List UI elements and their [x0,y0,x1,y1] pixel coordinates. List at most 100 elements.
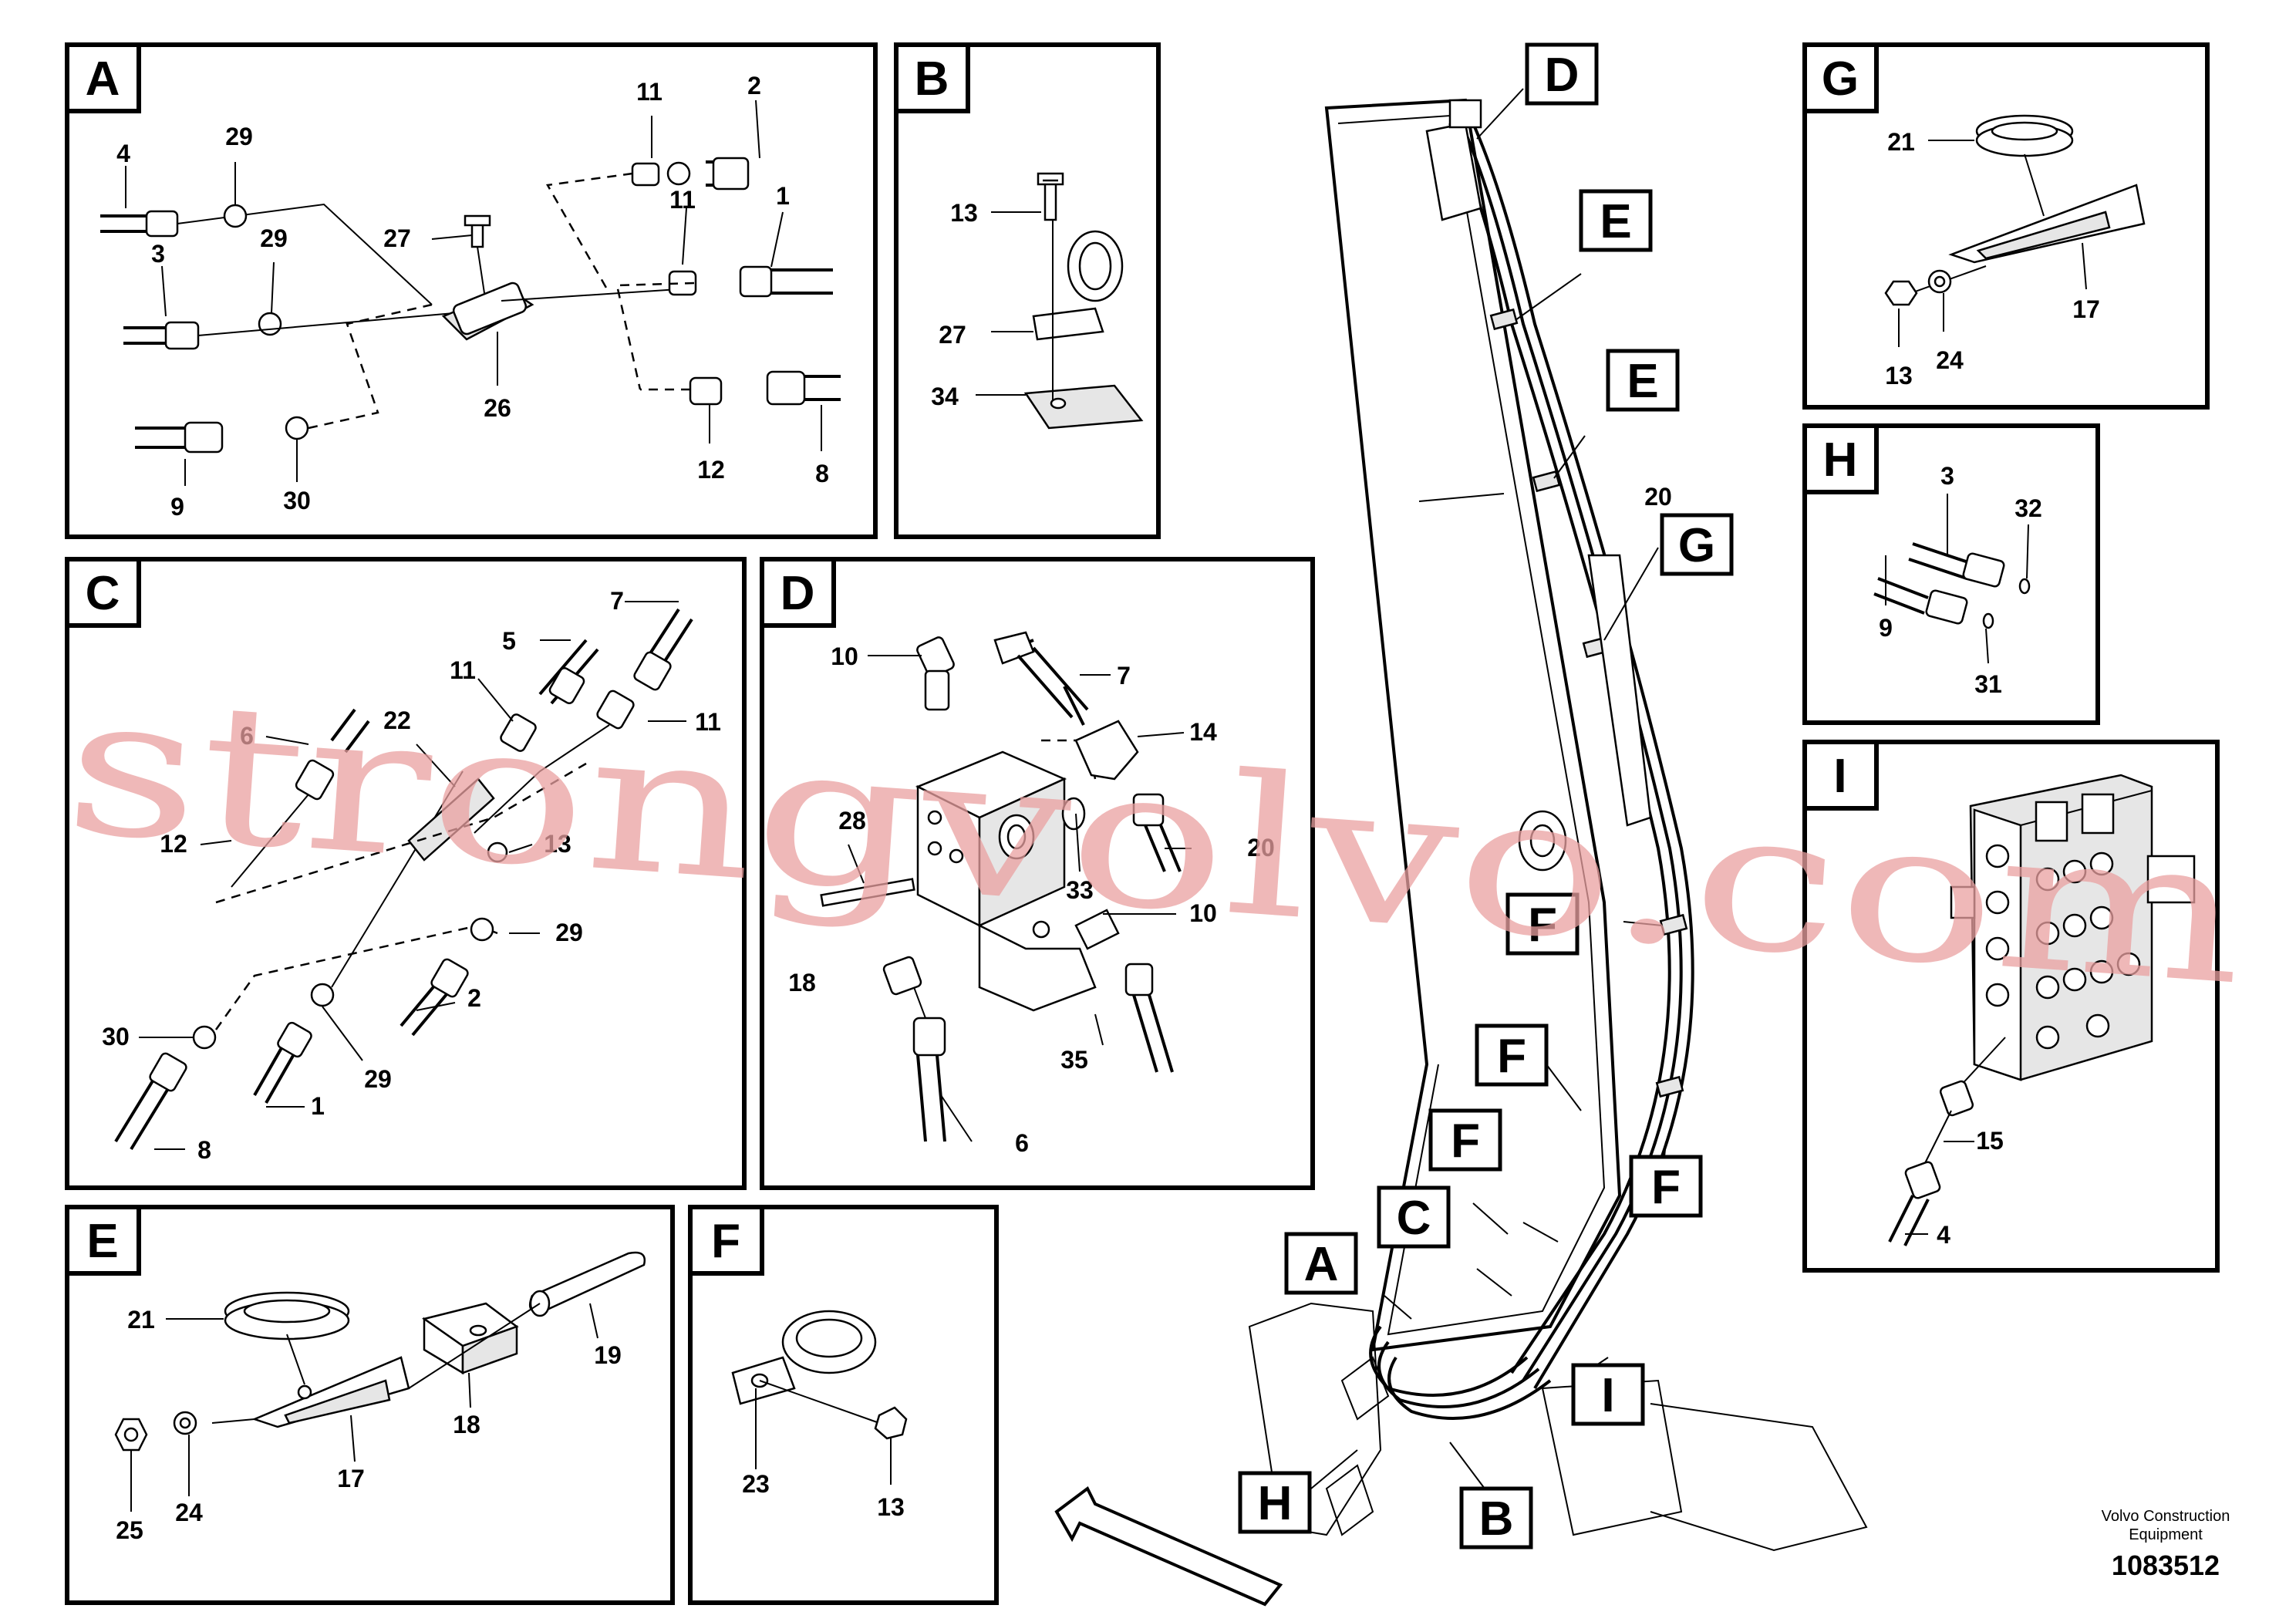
callout-e-24: 24 [175,1499,203,1526]
panel-c-label: C [86,567,120,620]
callout-d-7: 7 [1117,662,1131,690]
callout-b-34: 34 [931,383,959,410]
panel-g: G 21 17 13 24 [1802,42,2210,410]
svg-text:F: F [1651,1161,1681,1214]
callout-c-11b: 11 [695,708,721,736]
callout-g-24: 24 [1936,346,1964,374]
callout-f-13: 13 [877,1493,905,1521]
diagram-number: 1083512 [2112,1549,2220,1581]
callout-b-13: 13 [950,199,978,227]
panel-i-label: I [1833,750,1846,803]
callout-d-35: 35 [1060,1046,1088,1074]
callout-a-27: 27 [383,224,411,252]
watermark: strongvolvo.com [59,652,2251,1028]
callout-c-8: 8 [197,1136,211,1164]
svg-text:B: B [1479,1492,1514,1546]
callout-d-33: 33 [1066,876,1094,904]
overview-label-e1: E [1579,189,1653,252]
svg-text:D: D [1545,49,1580,102]
svg-text:I: I [1601,1369,1614,1422]
callout-a-3: 3 [151,240,165,268]
svg-text:H: H [1258,1477,1293,1530]
footer: Volvo Construction Equipment 1083512 [2102,1508,2230,1581]
callout-d-28: 28 [838,807,866,835]
callout-h-9: 9 [1879,614,1893,642]
svg-text:F: F [1497,1030,1526,1083]
panel-c: C 7 5 11 11 6 22 12 13 29 2 30 29 1 8 [65,557,747,1190]
panel-h-label: H [1823,433,1858,487]
callout-c-30: 30 [102,1023,130,1050]
callout-c-6: 6 [240,722,254,750]
panel-e: E 21 19 18 17 25 24 [65,1205,675,1605]
callout-a-26: 26 [484,394,511,422]
callout-d-14: 14 [1189,718,1217,746]
callout-i-15: 15 [1976,1127,2004,1155]
manufacturer-line2: Equipment [2129,1526,2203,1543]
panel-i-frame [1802,740,2220,1273]
panel-g-label: G [1822,52,1859,106]
callout-a-12: 12 [697,456,725,484]
overview-drawing: 20 D E E G F F F F A C I H B [1054,42,1868,1607]
panel-c-frame [65,557,747,1190]
callout-c-1: 1 [311,1092,325,1120]
overview-label-f4: F [1629,1155,1703,1218]
callout-h-32: 32 [2014,494,2042,522]
callout-h-3: 3 [1940,462,1954,490]
callout-i-4: 4 [1937,1221,1950,1249]
panel-a-frame [65,42,878,539]
svg-text:F: F [1451,1114,1480,1168]
callout-e-19: 19 [594,1341,622,1369]
panel-a: A [65,42,878,539]
callout-a-11b: 11 [669,186,696,214]
callout-c-11: 11 [450,656,476,684]
overview-label-a: A [1284,1232,1358,1295]
panel-b: B 13 27 34 [894,42,1161,539]
callout-c-7: 7 [610,587,624,615]
callout-f-23: 23 [742,1470,770,1498]
callout-d-10: 10 [831,642,858,670]
callout-c-22: 22 [383,706,411,734]
panel-i: I 15 4 [1802,740,2220,1273]
callout-a-4: 4 [116,140,130,167]
callout-g-21: 21 [1887,128,1915,156]
callout-c-2: 2 [467,984,481,1012]
panel-f-frame [688,1205,999,1605]
panel-d-frame [760,557,1315,1190]
overview-label-c: C [1377,1185,1451,1249]
overview-label-h: H [1238,1471,1312,1534]
callout-e-21: 21 [127,1306,155,1334]
valve-ports [1950,793,2196,1050]
panel-d-label: D [781,567,815,620]
panel-g-frame [1802,42,2210,410]
panel-a-label: A [86,52,120,106]
callout-e-17: 17 [337,1465,365,1492]
overview-label-f2: F [1475,1023,1549,1087]
callout-d-18: 18 [788,969,816,996]
callout-c-12: 12 [160,830,187,858]
overview-label-b: B [1459,1486,1533,1549]
callout-c-29: 29 [555,919,583,946]
panel-f-label: F [711,1215,740,1268]
svg-text:E: E [1627,355,1658,408]
panel-h-frame [1802,423,2100,725]
panel-d: D 10 7 14 28 33 20 10 [760,557,1315,1190]
overview-label-g: G [1660,513,1734,576]
panel-b-label: B [915,52,949,106]
callout-g-17: 17 [2072,295,2100,323]
callout-a-8: 8 [815,460,829,487]
callout-e-18: 18 [453,1411,480,1438]
callout-e-25: 25 [116,1516,143,1544]
svg-text:C: C [1397,1192,1431,1245]
callout-c-29b: 29 [364,1065,392,1093]
overview-label-d: D [1525,42,1599,106]
overview-callout-20: 20 [1644,483,1672,511]
panel-a-parts [100,157,841,454]
callout-a-29: 29 [225,123,253,150]
callout-a-9: 9 [170,493,184,521]
panel-b-frame [894,42,1161,539]
callout-b-27: 27 [939,321,966,349]
callout-c-13: 13 [544,830,571,858]
svg-text:E: E [1600,195,1631,248]
overview-label-f1: F [1505,892,1580,956]
